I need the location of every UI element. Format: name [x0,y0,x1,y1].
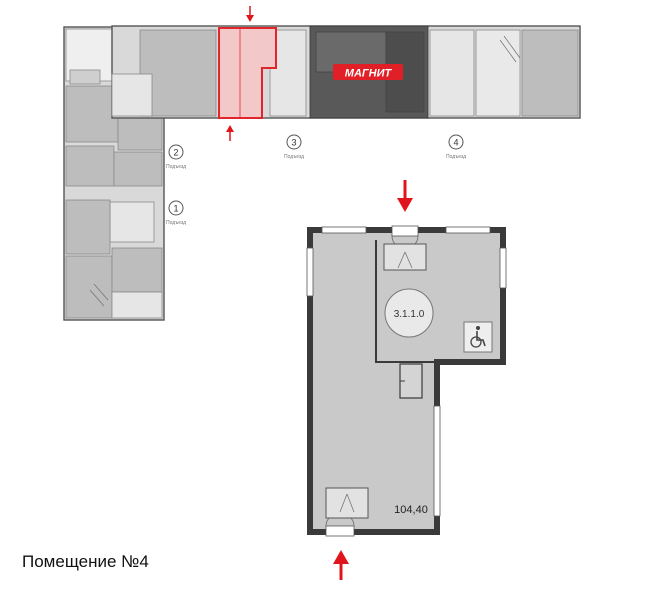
unit-entry-arrow-bottom [333,550,349,580]
key-plan-room [475,29,521,117]
key-plan-room [111,247,163,293]
key-plan-entry-arrow-bottom [226,125,234,141]
key-plan-room [521,29,579,117]
window [499,247,507,289]
key-plan-room [65,85,119,143]
section-marker-3: 3 Подъезд [284,134,304,160]
section-number-4: 4 [453,138,458,148]
section-number-3: 3 [291,138,296,148]
unit-plan: 3.1.1.0 104,40 [306,225,507,537]
section-marker-4: 4 Подъезд [446,134,466,160]
window [306,247,314,297]
key-plan-room [65,145,115,187]
section-label-3: Подъезд [284,154,304,160]
key-plan-stair [109,201,155,243]
key-plan-room [429,29,475,117]
vestibule-bottom [325,487,369,519]
entrance-door-top [391,225,419,237]
key-plan-highlighted-unit [218,27,277,119]
section-marker-1: 1 Подъезд [166,200,186,226]
key-plan-room [69,69,101,85]
window [321,226,367,234]
key-plan-room [65,255,113,319]
section-number-1: 1 [173,204,178,214]
section-label-1: Подъезд [166,220,186,226]
brand-label-text: МАГНИТ [345,68,393,80]
room-id: 3.1.1.0 [394,309,425,320]
entrance-door-bottom [325,525,355,537]
window [433,405,441,517]
window [445,226,491,234]
key-plan-room [65,199,111,255]
brand-label: МАГНИТ [333,64,403,80]
section-marker-2: 2 Подъезд [166,144,186,170]
room-id-badge [384,288,434,338]
vestibule-top [383,243,427,271]
key-plan-room [113,151,163,187]
section-label-4: Подъезд [446,154,466,160]
section-label-2: Подъезд [166,164,186,170]
unit-area: 104,40 [394,504,428,516]
unit-entry-arrow-top [397,180,413,212]
unit-caption: Помещение №4 [22,552,149,571]
key-plan-room [139,29,217,117]
key-plan-room [111,73,153,117]
key-plan-room [111,291,163,319]
section-number-2: 2 [173,148,178,158]
unit-plan-partition [375,240,437,363]
brand-label-bg [333,64,403,80]
key-plan [63,25,581,321]
wheelchair-icon [463,321,493,353]
key-plan-entry-arrow-top [246,6,254,22]
